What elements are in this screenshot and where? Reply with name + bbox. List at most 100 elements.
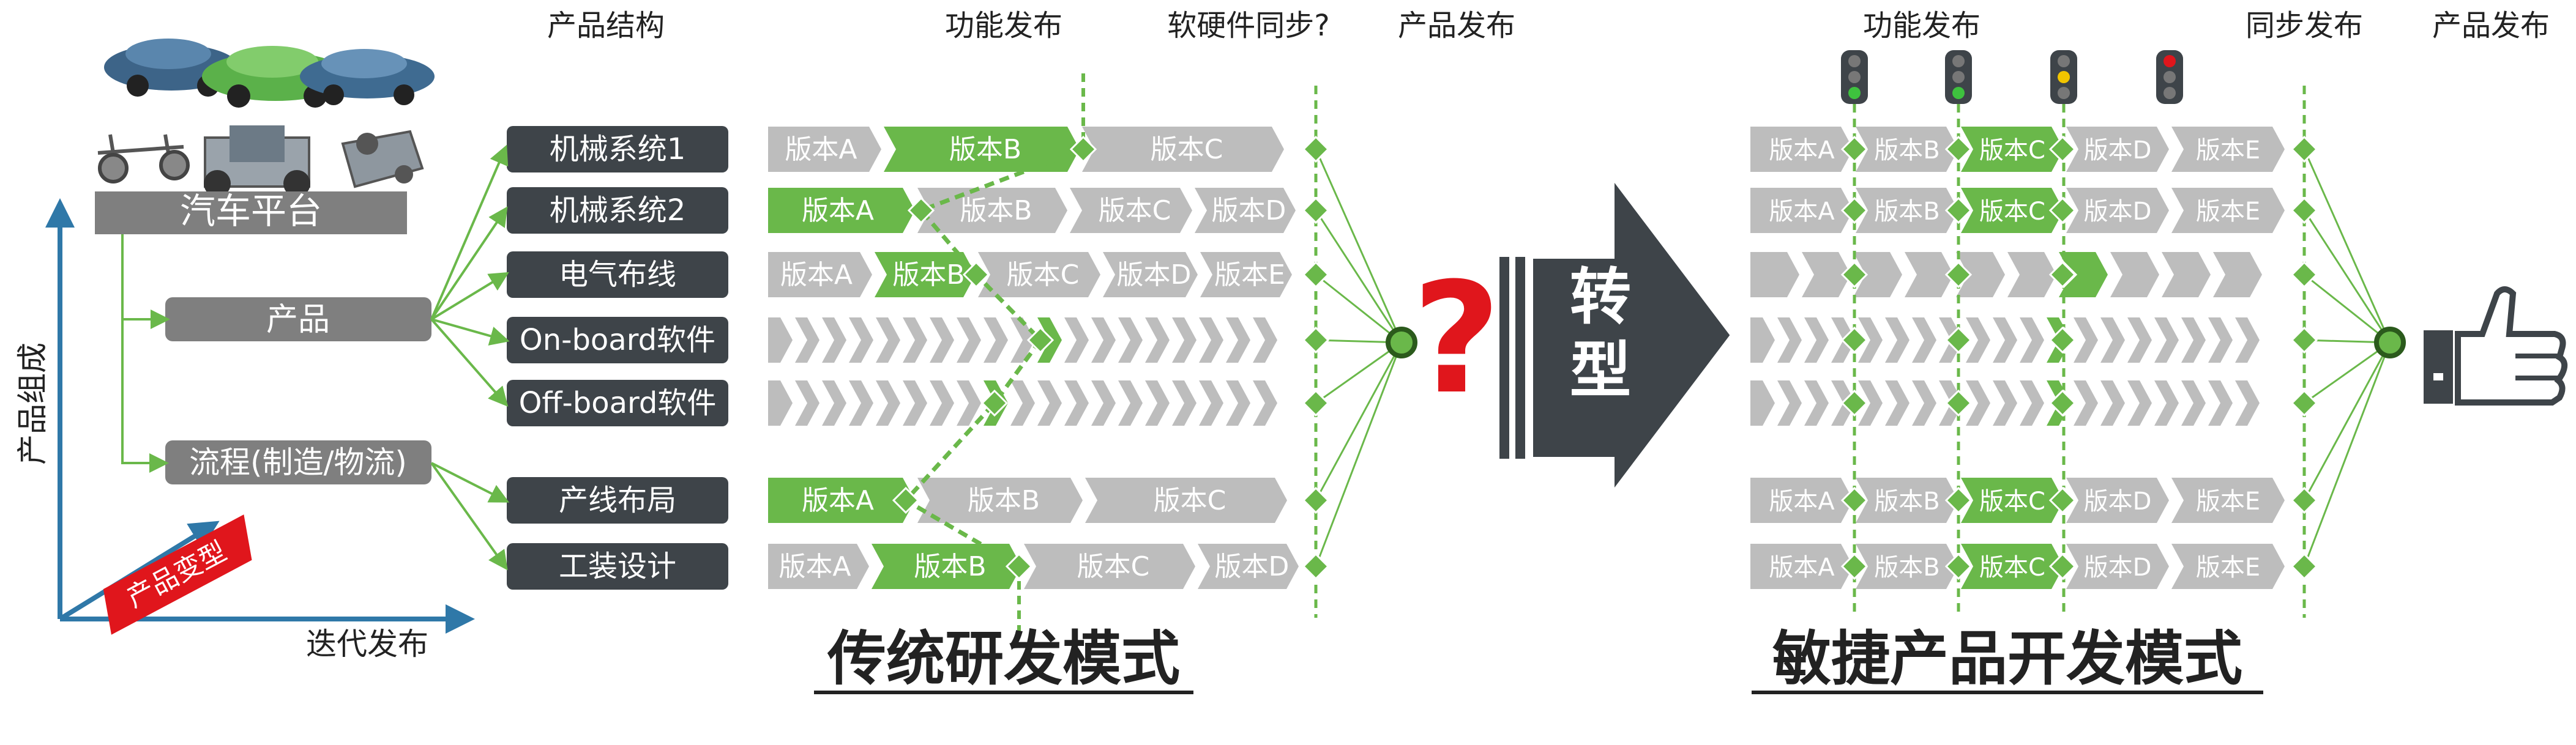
version-label: 版本C bbox=[1979, 198, 2045, 226]
iteration-chevron bbox=[1037, 380, 1062, 426]
version-chevron bbox=[1856, 127, 1958, 172]
release-diamond bbox=[2290, 486, 2318, 514]
iteration-chevron bbox=[1010, 317, 1035, 363]
iteration-chevron bbox=[1853, 252, 1902, 297]
version-label: 版本C bbox=[1077, 551, 1150, 582]
iteration-chevron bbox=[2110, 252, 2159, 297]
version-label: 版本D bbox=[1117, 259, 1192, 291]
version-label: 版本A bbox=[1769, 136, 1835, 165]
connector bbox=[431, 462, 510, 503]
version-label: 版本C bbox=[1979, 487, 2045, 516]
iteration-chevron bbox=[2181, 380, 2206, 426]
connector bbox=[431, 318, 510, 346]
version-chevron bbox=[1103, 252, 1198, 297]
version-label: 版本B bbox=[892, 259, 965, 291]
version-label: 版本C bbox=[1154, 485, 1226, 516]
converge-line bbox=[2303, 342, 2391, 567]
release-diamond bbox=[2048, 261, 2077, 289]
version-label: 版本A bbox=[802, 485, 874, 516]
iteration-chevron bbox=[1064, 317, 1089, 363]
iteration-chevron bbox=[1966, 317, 1990, 363]
iteration-chevron bbox=[2181, 317, 2206, 363]
structure-box bbox=[507, 543, 728, 590]
version-chevron bbox=[1200, 252, 1292, 297]
iteration-chevron bbox=[1199, 317, 1223, 363]
iteration-chevron bbox=[822, 380, 846, 426]
iteration-chevron bbox=[903, 317, 927, 363]
version-chevron bbox=[2066, 478, 2169, 523]
tree-connector bbox=[121, 234, 170, 473]
structure-box bbox=[507, 251, 728, 298]
axes: 产品组成 迭代发布 产品变型 bbox=[15, 198, 475, 662]
iteration-chevron bbox=[1253, 380, 1277, 426]
connector bbox=[430, 272, 509, 321]
version-label: 版本E bbox=[2196, 554, 2260, 582]
version-chevron bbox=[872, 544, 1021, 589]
structure-label: 机械系统2 bbox=[550, 193, 686, 228]
iteration-chevron bbox=[1064, 380, 1089, 426]
version-label: 版本B bbox=[1874, 554, 1939, 582]
version-chevron bbox=[1961, 544, 2064, 589]
release-diamond bbox=[1944, 261, 1973, 289]
connector bbox=[430, 318, 509, 407]
version-chevron bbox=[1750, 478, 1853, 523]
iteration-chevron bbox=[2154, 380, 2179, 426]
car-models-icon bbox=[104, 39, 435, 108]
iteration-chevron bbox=[795, 317, 819, 363]
converge-line bbox=[2303, 149, 2391, 343]
transition-label-1: 转 bbox=[1570, 261, 1631, 333]
version-chevron bbox=[2171, 127, 2285, 172]
iteration-chevron bbox=[1199, 380, 1223, 426]
release-diamond bbox=[1840, 389, 1869, 417]
iteration-chevron bbox=[2208, 317, 2233, 363]
release-diamond bbox=[2048, 389, 2077, 417]
traffic-light-icon bbox=[2050, 50, 2077, 104]
iteration-chevron bbox=[768, 317, 793, 363]
iteration-chevron bbox=[1172, 317, 1197, 363]
release-diamond bbox=[2290, 326, 2318, 354]
structure-list: 机械系统1机械系统2电气布线On-board软件Off-board软件产线布局工… bbox=[430, 126, 728, 590]
iteration-chevron bbox=[1993, 380, 2017, 426]
traffic-light-icon bbox=[1841, 50, 1868, 104]
iteration-chevron bbox=[1804, 380, 1829, 426]
version-chevron bbox=[1085, 478, 1287, 523]
agile-title: 敏捷产品开发模式 bbox=[1772, 625, 2242, 693]
header-sync-release: 同步发布 bbox=[2246, 9, 2363, 43]
iteration-chevron bbox=[2154, 317, 2179, 363]
iteration-chevron bbox=[1172, 380, 1197, 426]
iteration-chevron bbox=[2127, 317, 2152, 363]
version-chevron bbox=[1856, 544, 1958, 589]
iteration-chevron bbox=[957, 380, 981, 426]
iteration-chevron bbox=[1804, 317, 1829, 363]
version-chevron bbox=[1082, 127, 1284, 172]
iteration-chevron bbox=[1226, 380, 1250, 426]
version-chevron bbox=[768, 252, 872, 297]
converge-line bbox=[1315, 210, 1403, 343]
version-chevron bbox=[768, 127, 881, 172]
iteration-chevron bbox=[1912, 380, 1936, 426]
version-label: 版本C bbox=[1099, 195, 1171, 226]
traffic-light-icon bbox=[2156, 50, 2183, 104]
platform-label: 汽车平台 bbox=[180, 190, 322, 232]
iteration-chevron bbox=[876, 317, 900, 363]
release-diamond bbox=[1840, 135, 1869, 163]
release-diamond bbox=[892, 486, 920, 514]
release-diamond bbox=[1302, 326, 1330, 354]
release-diamond bbox=[1302, 196, 1330, 224]
iteration-chevron bbox=[2100, 380, 2125, 426]
iteration-chevron bbox=[795, 380, 819, 426]
version-label: 版本A bbox=[780, 259, 853, 291]
process-label: 流程(制造/物流) bbox=[189, 445, 407, 480]
version-label: 版本D bbox=[2084, 198, 2152, 226]
release-diamond bbox=[2048, 552, 2077, 580]
transition-label-2: 型 bbox=[1570, 335, 1631, 406]
version-chevron bbox=[768, 478, 915, 523]
structure-box bbox=[507, 187, 728, 234]
iteration-chevron bbox=[822, 317, 846, 363]
iteration-chevron bbox=[2213, 252, 2262, 297]
header-product-release: 产品发布 bbox=[1398, 9, 1515, 43]
iteration-chevron bbox=[1750, 317, 1775, 363]
iteration-chevron bbox=[1145, 317, 1170, 363]
release-diamond bbox=[1944, 196, 1973, 224]
